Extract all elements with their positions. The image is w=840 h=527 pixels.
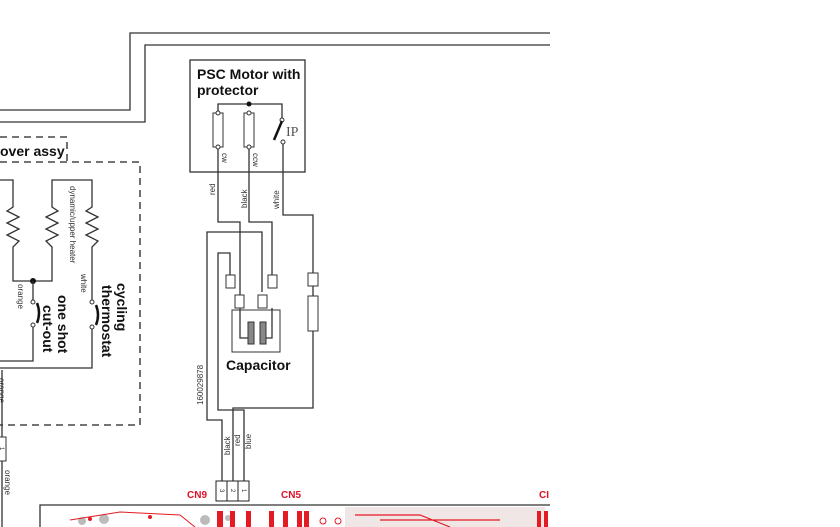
cn9-connector: 3 2 1 — [215, 480, 250, 502]
motor-wires — [206, 144, 314, 481]
protector-label: IP — [286, 125, 299, 140]
spade-terminals — [225, 272, 319, 332]
wire-black-label: black — [240, 188, 249, 208]
heater-resistors — [0, 179, 100, 369]
white-wire-label: white — [79, 273, 88, 293]
cover-assy-label: over assy — [0, 143, 65, 159]
ccw-winding — [243, 112, 255, 148]
capacitor-body — [231, 309, 281, 353]
cable-outer — [0, 32, 550, 111]
cycling-thermostat-switch — [94, 304, 100, 326]
pcb-board — [39, 504, 550, 527]
ci-label: CI — [539, 490, 549, 501]
one-shot-label-1: one shot — [55, 295, 71, 354]
cn5-label: CN5 — [281, 490, 301, 501]
capacitor-plate-left — [247, 321, 255, 345]
harness-part-number: 160029878 — [196, 364, 205, 405]
psc-motor-box — [189, 59, 306, 173]
motor-title-2: protector — [197, 82, 259, 98]
heater-group-box — [0, 161, 141, 426]
harness-red-label: red — [233, 434, 242, 446]
cn9-label: CN9 — [187, 490, 207, 501]
dynamic-heater-label: dynamic/upper heater — [68, 186, 77, 264]
motor-title-1: PSC Motor with — [197, 66, 300, 82]
one-shot-cutout-switch — [35, 302, 41, 324]
cable-inner — [0, 44, 550, 123]
wire-white-label: white — [272, 190, 281, 210]
protector-switch — [272, 120, 284, 141]
harness-blue-label: blue — [244, 433, 253, 449]
pin-1: 1 — [240, 489, 246, 493]
motor-windings — [212, 101, 286, 150]
orange-wire-label: orange — [16, 284, 25, 309]
left-connector-pin: 1 — [0, 447, 4, 451]
left-connector — [0, 436, 7, 462]
cover-assy-box — [0, 136, 68, 162]
pin-2: 2 — [229, 489, 235, 493]
orange-lower-label-2: orange — [3, 470, 12, 495]
capacitor-label: Capacitor — [226, 357, 291, 373]
cw-label: cw — [220, 153, 229, 163]
wire-red-label: red — [208, 183, 217, 195]
ccw-label: ccw — [251, 153, 260, 167]
orange-lower-label-1: orange — [0, 378, 6, 403]
harness-black-label: black — [223, 435, 232, 455]
capacitor-plate-right — [259, 321, 267, 345]
cycling-label-2: thermostat — [99, 285, 115, 358]
pin-3: 3 — [218, 489, 224, 493]
cw-winding — [212, 112, 224, 148]
one-shot-label-2: cut-out — [40, 305, 56, 353]
cutout-contact-top — [30, 299, 36, 305]
cycling-label-1: cycling — [114, 283, 130, 331]
